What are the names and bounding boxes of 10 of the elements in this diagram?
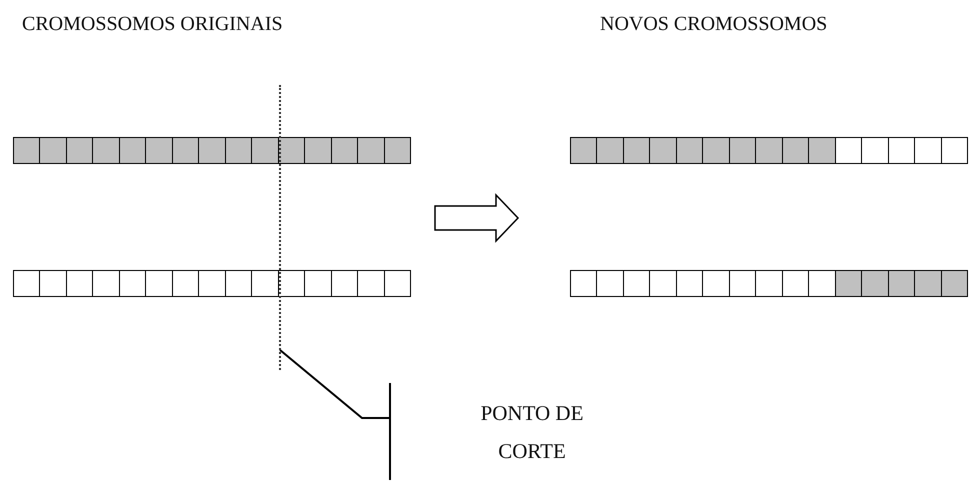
cut-line: [279, 85, 281, 370]
heading: NOVOS CROMOSSOMOS: [600, 13, 828, 36]
chromosome-bar: [13, 270, 411, 297]
leader-line: [279, 349, 389, 419]
chromosome-bar: [570, 270, 968, 297]
chromosome-bar: [13, 137, 411, 164]
heading: CROMOSSOMOS ORIGINAIS: [22, 13, 283, 36]
chromosome-bar: [570, 137, 968, 164]
block-arrow: [434, 193, 520, 243]
label-text: PONTO DE CORTE: [480, 400, 584, 464]
